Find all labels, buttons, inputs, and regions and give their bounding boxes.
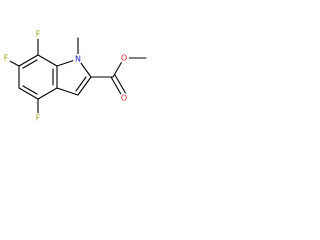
atom-n-ring: N — [73, 54, 83, 64]
atom-o-carbonyl-label: O — [121, 94, 127, 103]
atom-f-top: F — [33, 29, 43, 39]
bond-c7-c7a — [37, 54, 58, 67]
atom-f-top-label: F — [36, 30, 41, 39]
bond-c3a-c4 — [37, 87, 58, 100]
atom-o-carbonyl: O — [119, 93, 129, 103]
bond-carbonyl-o-double-b — [114, 74, 127, 95]
bond-c2-c3 — [77, 76, 92, 96]
bond-c3-c3a — [56, 87, 79, 96]
bond-c4-c5 — [18, 87, 39, 100]
atom-o-ester-label: O — [121, 54, 127, 63]
bond-c6-c7 — [18, 54, 39, 67]
atom-f-bottom: F — [33, 113, 43, 123]
bond-c6-c7-inner — [22, 59, 38, 69]
bond-c4-c5-inner — [22, 85, 38, 95]
atom-f-left-label: F — [4, 54, 9, 63]
atom-labels: F F F N O O — [1, 29, 129, 123]
atom-n-ring-label: N — [75, 55, 81, 64]
molecule-structure: F F F N O O — [1, 29, 147, 123]
bond-c2-c3-inner — [75, 76, 87, 92]
bond-carbonyl-o-double-a — [110, 76, 123, 97]
atom-f-left: F — [1, 53, 11, 63]
atom-f-bottom-label: F — [36, 114, 41, 123]
atom-o-ester: O — [119, 53, 129, 63]
